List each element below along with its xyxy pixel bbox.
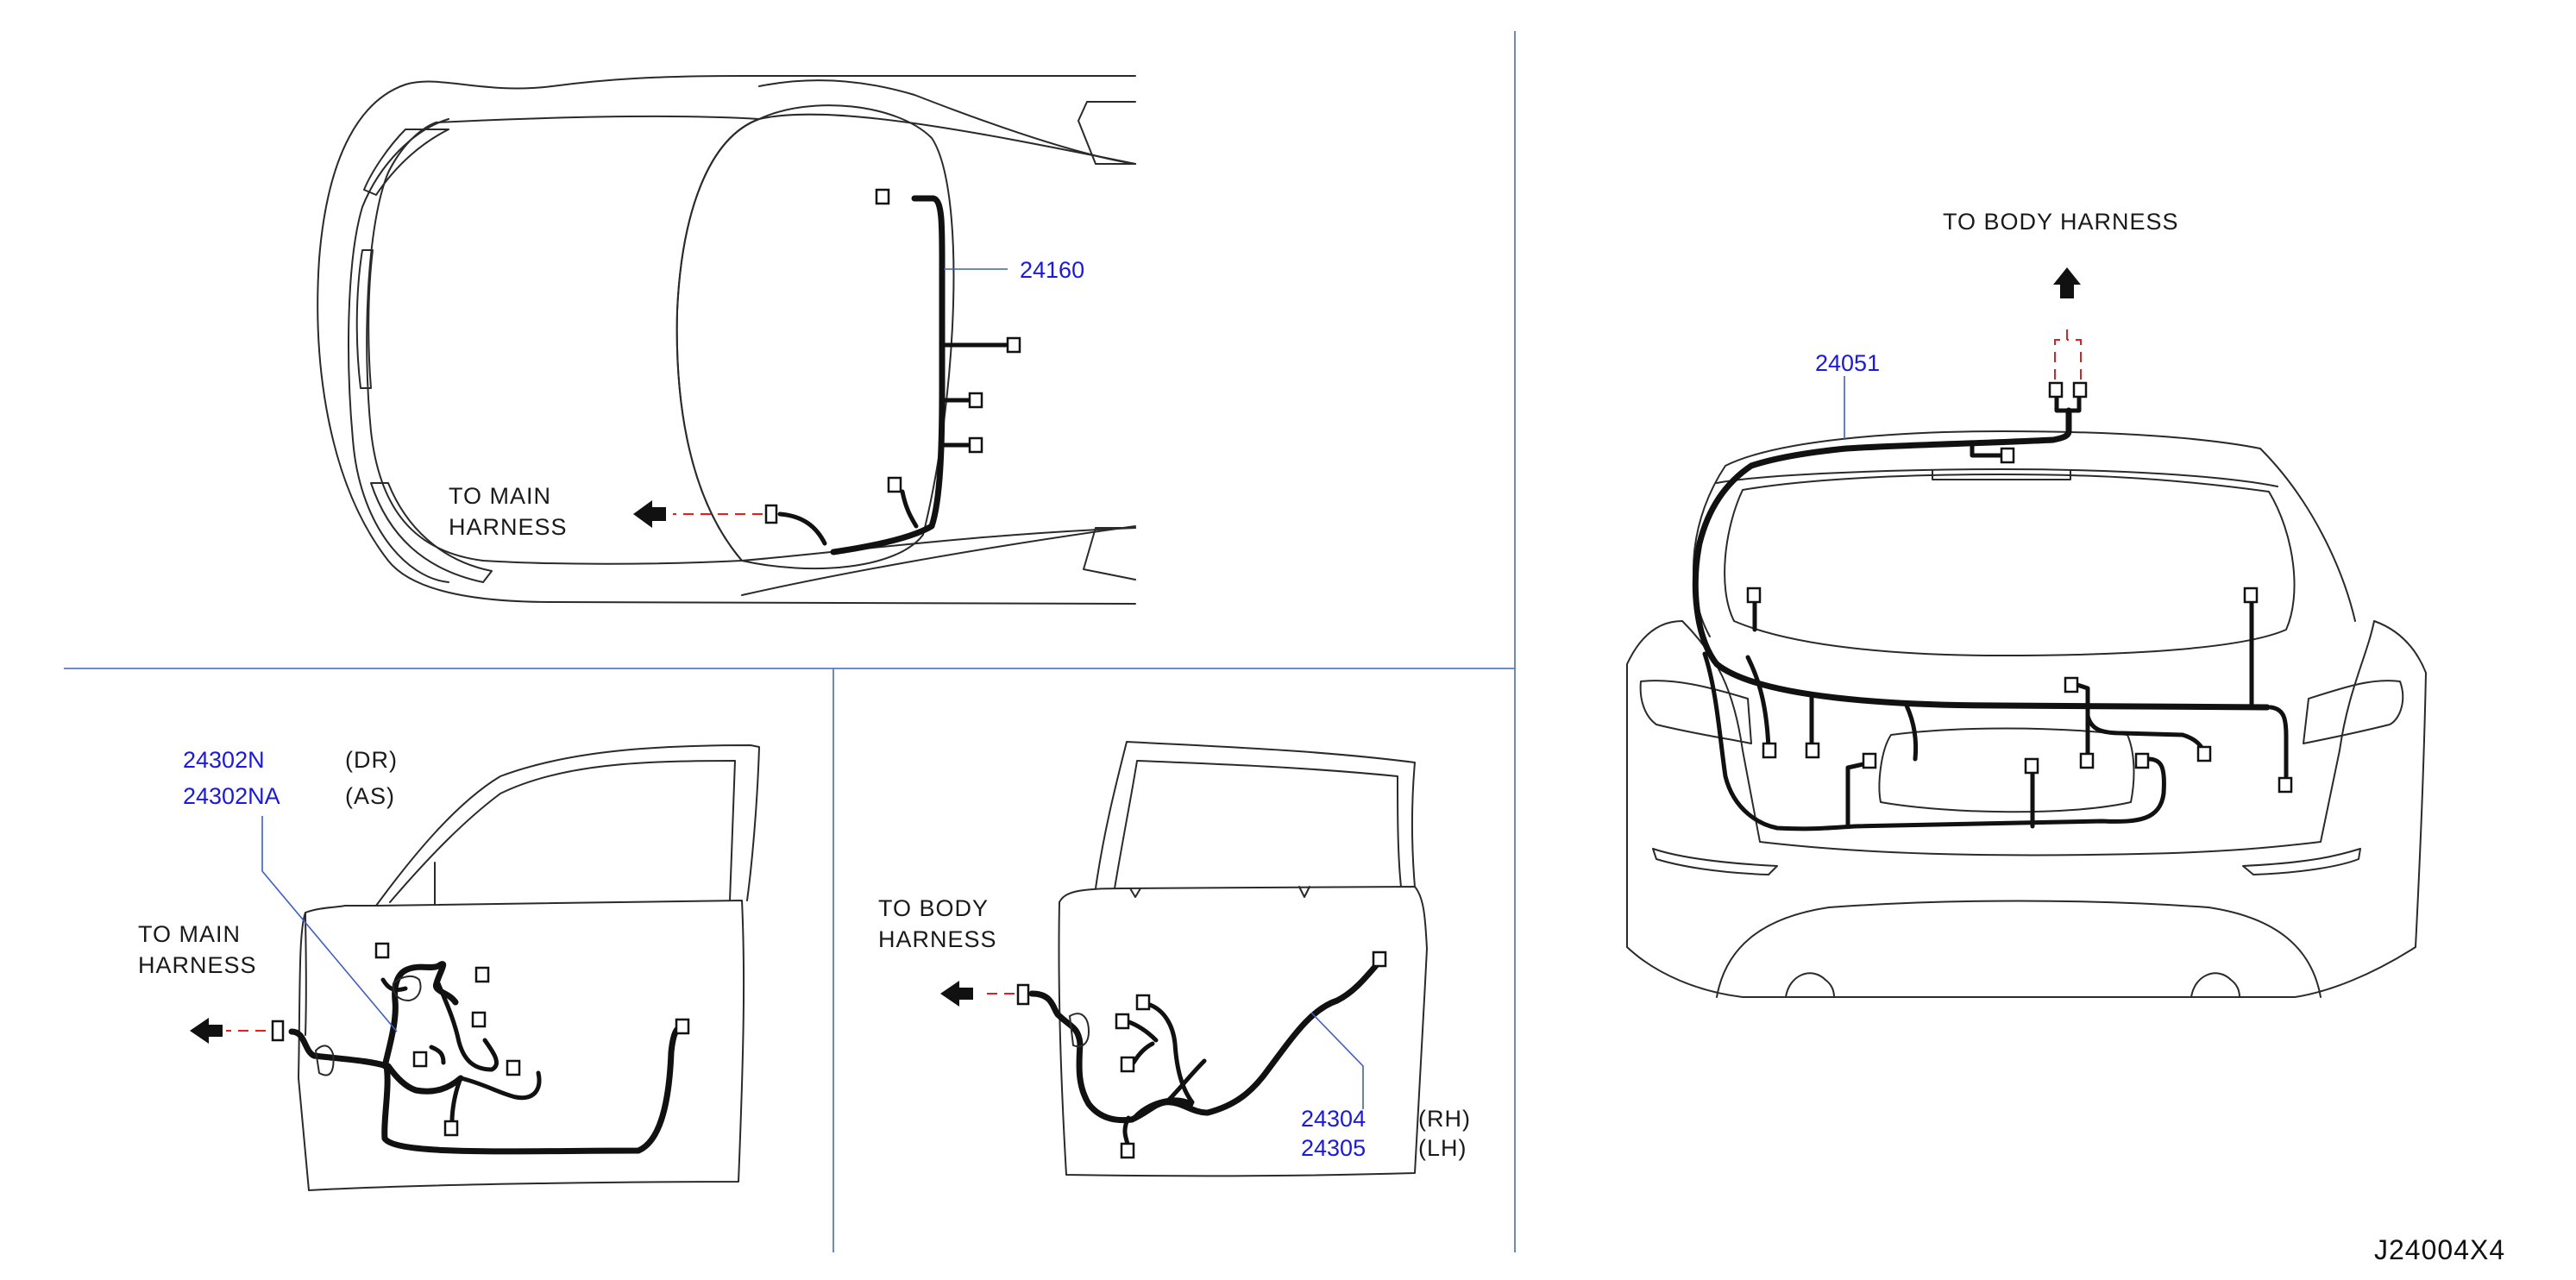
leader-line xyxy=(261,816,398,1032)
connector-icon xyxy=(2000,447,2015,464)
connector-icon xyxy=(1120,1056,1135,1073)
connector-icon xyxy=(2243,587,2259,604)
part-number-24304: 24304 xyxy=(1301,1106,1366,1132)
connector-icon xyxy=(1135,994,1151,1011)
leader-line xyxy=(1310,1012,1364,1109)
hood-harness xyxy=(633,188,1021,555)
direction-label: TO BODY HARNESS xyxy=(1943,209,2179,235)
part-number-24302n: 24302N xyxy=(183,747,265,773)
connector-icon xyxy=(271,1020,285,1042)
connector-icon xyxy=(2064,676,2079,693)
connector-icon xyxy=(1746,587,1762,604)
connector-icon xyxy=(2196,745,2212,762)
connector-icon xyxy=(412,1051,428,1068)
front-door-harness xyxy=(190,816,690,1155)
side-label-rh: (RH) xyxy=(1418,1106,1471,1132)
left-arrow-icon xyxy=(940,981,973,1007)
direction-label-line1: TO MAIN xyxy=(449,483,551,509)
direction-label-line1: TO MAIN xyxy=(138,921,241,947)
left-arrow-icon xyxy=(190,1018,223,1044)
direction-label-line2: HARNESS xyxy=(449,514,568,540)
connector-icon xyxy=(2072,381,2088,398)
part-number-24051: 24051 xyxy=(1815,350,1880,376)
connector-icon xyxy=(1862,752,1877,769)
connector-icon xyxy=(2048,381,2064,398)
connector-icon xyxy=(675,1018,690,1035)
connector-icon xyxy=(471,1011,487,1028)
dashed-link xyxy=(2054,324,2068,380)
direction-label-line2: HARNESS xyxy=(878,926,997,952)
side-label-as: (AS) xyxy=(345,783,395,809)
vehicle-rear-outline xyxy=(1626,430,2427,998)
left-arrow-icon xyxy=(633,500,666,528)
vehicle-top-outline xyxy=(317,75,1136,605)
connector-icon xyxy=(374,942,390,959)
connector-icon xyxy=(1120,1142,1135,1159)
connector-icon xyxy=(2024,757,2039,775)
back-door-panel: TO BODY HARNESS 24051 xyxy=(1626,209,2427,998)
connector-icon xyxy=(2134,752,2150,769)
connector-icon xyxy=(1805,742,1820,759)
connector-icon xyxy=(968,392,983,409)
connector-icon xyxy=(474,966,490,983)
connector-icon xyxy=(1115,1013,1130,1030)
back-door-harness xyxy=(1692,267,2293,831)
hood-panel: 24160 TO MAIN HARNESS xyxy=(317,75,1136,605)
rear-door-outline xyxy=(1058,741,1428,1177)
connector-icon xyxy=(1762,742,1777,759)
panel-dividers xyxy=(64,31,1516,1252)
part-number-24160: 24160 xyxy=(1020,257,1084,283)
connector-icon xyxy=(2278,776,2293,794)
connector-icon xyxy=(887,476,902,493)
connector-icon xyxy=(443,1120,459,1137)
up-arrow-icon xyxy=(2053,267,2081,298)
part-number-24305: 24305 xyxy=(1301,1135,1366,1161)
connector-icon xyxy=(875,188,890,205)
connector-icon xyxy=(2079,752,2095,769)
connector-icon xyxy=(506,1059,521,1076)
direction-label-line1: TO BODY xyxy=(878,895,989,921)
part-number-24302na: 24302NA xyxy=(183,783,280,809)
connector-icon xyxy=(764,504,778,524)
connector-icon xyxy=(1016,983,1030,1006)
connector-icon xyxy=(1372,951,1387,968)
direction-label-line2: HARNESS xyxy=(138,952,257,978)
front-door-panel: 24302N (DR) 24302NA (AS) TO MAIN HARNESS xyxy=(138,744,760,1191)
dashed-link xyxy=(2067,339,2082,380)
connector-icon xyxy=(968,436,983,454)
side-label-lh: (LH) xyxy=(1418,1135,1467,1161)
rear-door-panel: TO BODY HARNESS 24304 (RH) 24305 (LH) xyxy=(878,741,1471,1177)
diagram-code: J24004X4 xyxy=(2374,1234,2505,1265)
side-label-dr: (DR) xyxy=(345,747,398,773)
connector-icon xyxy=(1006,336,1021,354)
front-door-outline xyxy=(298,744,760,1191)
rear-door-harness xyxy=(940,951,1387,1159)
